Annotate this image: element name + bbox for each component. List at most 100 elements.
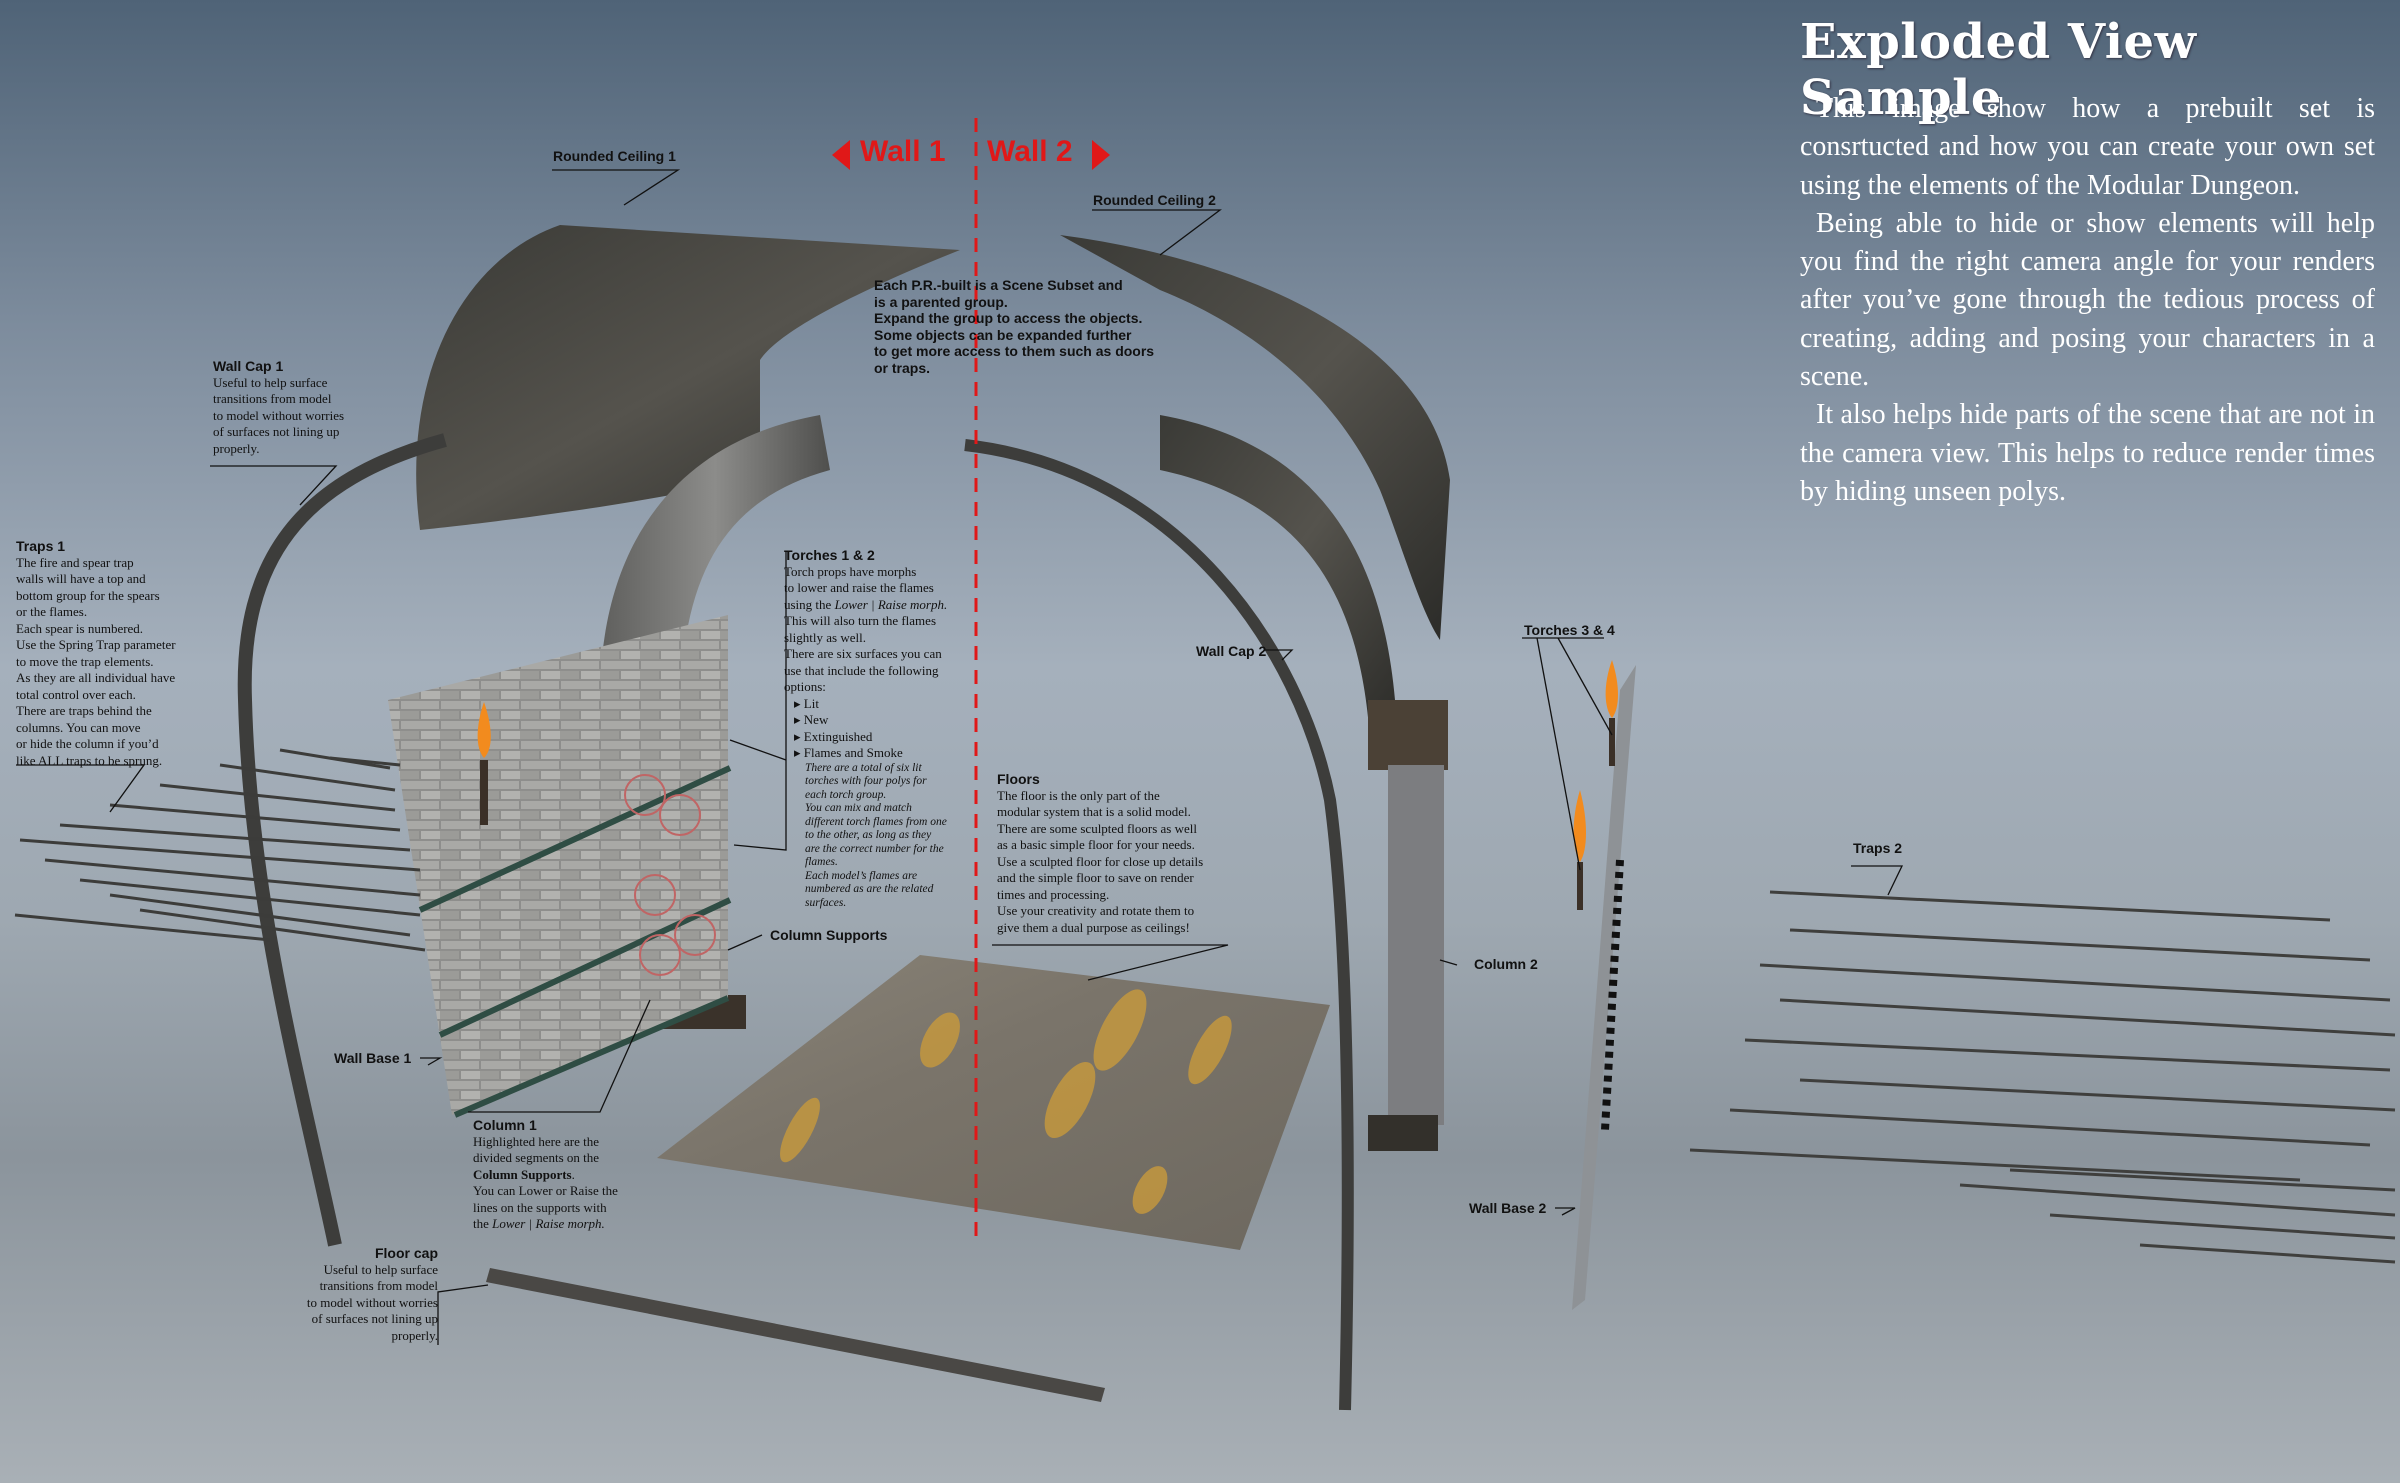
note-line: using the Lower | Raise morph. bbox=[784, 597, 947, 614]
note-line: There are a total of six lit bbox=[805, 761, 922, 774]
traps-2-spears bbox=[1689, 890, 2396, 1264]
intro-paragraph-1: This image show how a prebuilt set is co… bbox=[1800, 93, 2375, 201]
wall-2-arrow bbox=[1092, 140, 1110, 170]
wall-2-label: Wall 2 bbox=[987, 135, 1073, 168]
note-line: transitions from model bbox=[319, 1278, 438, 1293]
label-wall-base-2: Wall Base 2 bbox=[1469, 1200, 1547, 1216]
note-morph-name: Lower | Raise morph. bbox=[834, 596, 948, 612]
intro-paragraph-2: Being able to hide or show elements will… bbox=[1800, 207, 2375, 393]
scene-note-line: Each P.R.-built is a Scene Subset and bbox=[874, 277, 1123, 293]
note-line: and the simple floor to save on render bbox=[997, 870, 1194, 885]
note-line: There are traps behind the bbox=[16, 703, 152, 718]
note-line: options: bbox=[784, 679, 826, 694]
note-line: are the correct number for the bbox=[805, 842, 944, 855]
label-column-2: Column 2 bbox=[1474, 956, 1538, 972]
note-line: lines on the supports with bbox=[473, 1199, 607, 1215]
note-line: The floor is the only part of the bbox=[997, 787, 1160, 803]
note-line: as a basic simple floor for your needs. bbox=[997, 837, 1195, 852]
torch-options-list: Lit New Extinguished Flames and Smoke bbox=[784, 696, 947, 762]
note-line: modular system that is a solid model. bbox=[997, 804, 1191, 819]
note-line: to lower and raise the flames bbox=[784, 580, 934, 595]
note-line: columns. You can move bbox=[16, 719, 141, 735]
scene-note-line: is a parented group. bbox=[874, 293, 1008, 310]
note-line: Useful to help surface bbox=[213, 374, 328, 390]
wall-cap-2 bbox=[964, 439, 1354, 1411]
note-line: of surfaces not lining up bbox=[311, 1311, 438, 1326]
label-wall-base-1: Wall Base 1 bbox=[334, 1050, 412, 1066]
wall-cap-1-heading: Wall Cap 1 bbox=[213, 358, 284, 374]
note-line: Torch props have morphs bbox=[784, 563, 917, 579]
note-line: You can mix and match bbox=[805, 802, 912, 814]
note-line: Useful to help surface bbox=[323, 1261, 438, 1277]
note-line: flames. bbox=[805, 856, 838, 868]
note-line: torches with four polys for bbox=[805, 775, 927, 787]
note-line: Use a sculpted floor for close up detail… bbox=[997, 853, 1204, 869]
note-morph-name: Lower | Raise morph. bbox=[492, 1216, 605, 1231]
note-line: There are six surfaces you can bbox=[784, 646, 942, 661]
traps-1-spears bbox=[14, 748, 426, 952]
note-line: each torch group. bbox=[805, 788, 887, 801]
note-line: times and processing. bbox=[997, 886, 1110, 902]
note-line: properly. bbox=[391, 1327, 438, 1343]
floors-heading: Floors bbox=[997, 771, 1040, 787]
note-line: As they are all individual have bbox=[16, 670, 176, 685]
note-text: using the bbox=[784, 596, 835, 612]
traps-1-heading: Traps 1 bbox=[16, 538, 66, 554]
torches-1-2-note: Torches 1 & 2 Torch props have morphs to… bbox=[784, 547, 947, 910]
wall-cap-1 bbox=[237, 433, 447, 1247]
traps-1-note: Traps 1 The fire and spear trap walls wi… bbox=[16, 538, 176, 769]
column-2-capital bbox=[1368, 700, 1448, 770]
arch-2 bbox=[1160, 415, 1395, 740]
label-column-supports: Column Supports bbox=[770, 927, 888, 943]
rounded-ceiling-2 bbox=[1060, 235, 1450, 640]
note-line: give them a dual purpose as ceilings! bbox=[997, 919, 1190, 935]
note-line: The fire and spear trap bbox=[16, 554, 134, 570]
label-rounded-ceiling-2: Rounded Ceiling 2 bbox=[1093, 192, 1216, 208]
note-line: of surfaces not lining up bbox=[213, 424, 340, 439]
note-line: Each spear is numbered. bbox=[16, 620, 144, 636]
floor-cap-bar bbox=[486, 1268, 1105, 1402]
torch-option: New bbox=[794, 712, 947, 729]
note-line: to model without worries bbox=[213, 407, 345, 423]
note-line: use that include the following bbox=[784, 662, 939, 678]
wall-cap-1-note: Wall Cap 1 Useful to help surface transi… bbox=[213, 358, 344, 457]
note-line: You can Lower or Raise the bbox=[473, 1183, 618, 1198]
rounded-ceiling-1 bbox=[416, 225, 960, 530]
note-line: or the flames. bbox=[16, 604, 88, 619]
floor-cap-heading: Floor cap bbox=[374, 1245, 438, 1261]
scene-note-line: Expand the group to access the objects. bbox=[874, 310, 1143, 326]
note-line: numbered as are the related bbox=[805, 883, 934, 895]
note-bold-term: Column Supports bbox=[473, 1166, 572, 1182]
note-line: divided segments on the bbox=[473, 1150, 600, 1165]
label-rounded-ceiling-1: Rounded Ceiling 1 bbox=[553, 148, 676, 164]
label-traps-2: Traps 2 bbox=[1853, 840, 1903, 856]
note-line: to move the trap elements. bbox=[16, 653, 154, 669]
column-support-highlights bbox=[624, 774, 716, 976]
torch-option: Lit bbox=[794, 696, 947, 713]
wall-1-arrow bbox=[832, 140, 850, 170]
note-line: surfaces. bbox=[805, 896, 847, 909]
column-1-heading: Column 1 bbox=[473, 1117, 537, 1133]
floor-tile bbox=[657, 955, 1330, 1250]
wall-1-label: Wall 1 bbox=[860, 135, 946, 168]
note-text: . bbox=[571, 1166, 575, 1182]
wall-base-2-panel bbox=[1572, 665, 1636, 1310]
floor-cap-note: Floor cap Useful to help surface transit… bbox=[272, 1245, 438, 1344]
label-torches-3-4: Torches 3 & 4 bbox=[1524, 622, 1615, 638]
note-line: transitions from model bbox=[213, 391, 332, 406]
torch-option: Flames and Smoke bbox=[794, 745, 947, 762]
note-line: bottom group for the spears bbox=[16, 587, 160, 603]
note-line: Each model’s flames are bbox=[805, 869, 918, 882]
note-line: different torch flames from one bbox=[805, 815, 947, 828]
torches-1-2-heading: Torches 1 & 2 bbox=[784, 547, 875, 563]
note-line: There are some sculpted floors as well bbox=[997, 820, 1197, 836]
page-title: Exploded View Sample bbox=[1800, 14, 2197, 126]
note-line: to the other, as long as they bbox=[805, 829, 932, 841]
scene-note-line: or traps. bbox=[874, 359, 931, 376]
note-line: like ALL traps to be sprung. bbox=[16, 752, 163, 768]
note-line: properly. bbox=[213, 440, 260, 456]
note-line: to model without worries bbox=[306, 1294, 438, 1310]
scene-note-line: Some objects can be expanded further bbox=[874, 326, 1132, 343]
floors-note: Floors The floor is the only part of the… bbox=[997, 771, 1203, 936]
